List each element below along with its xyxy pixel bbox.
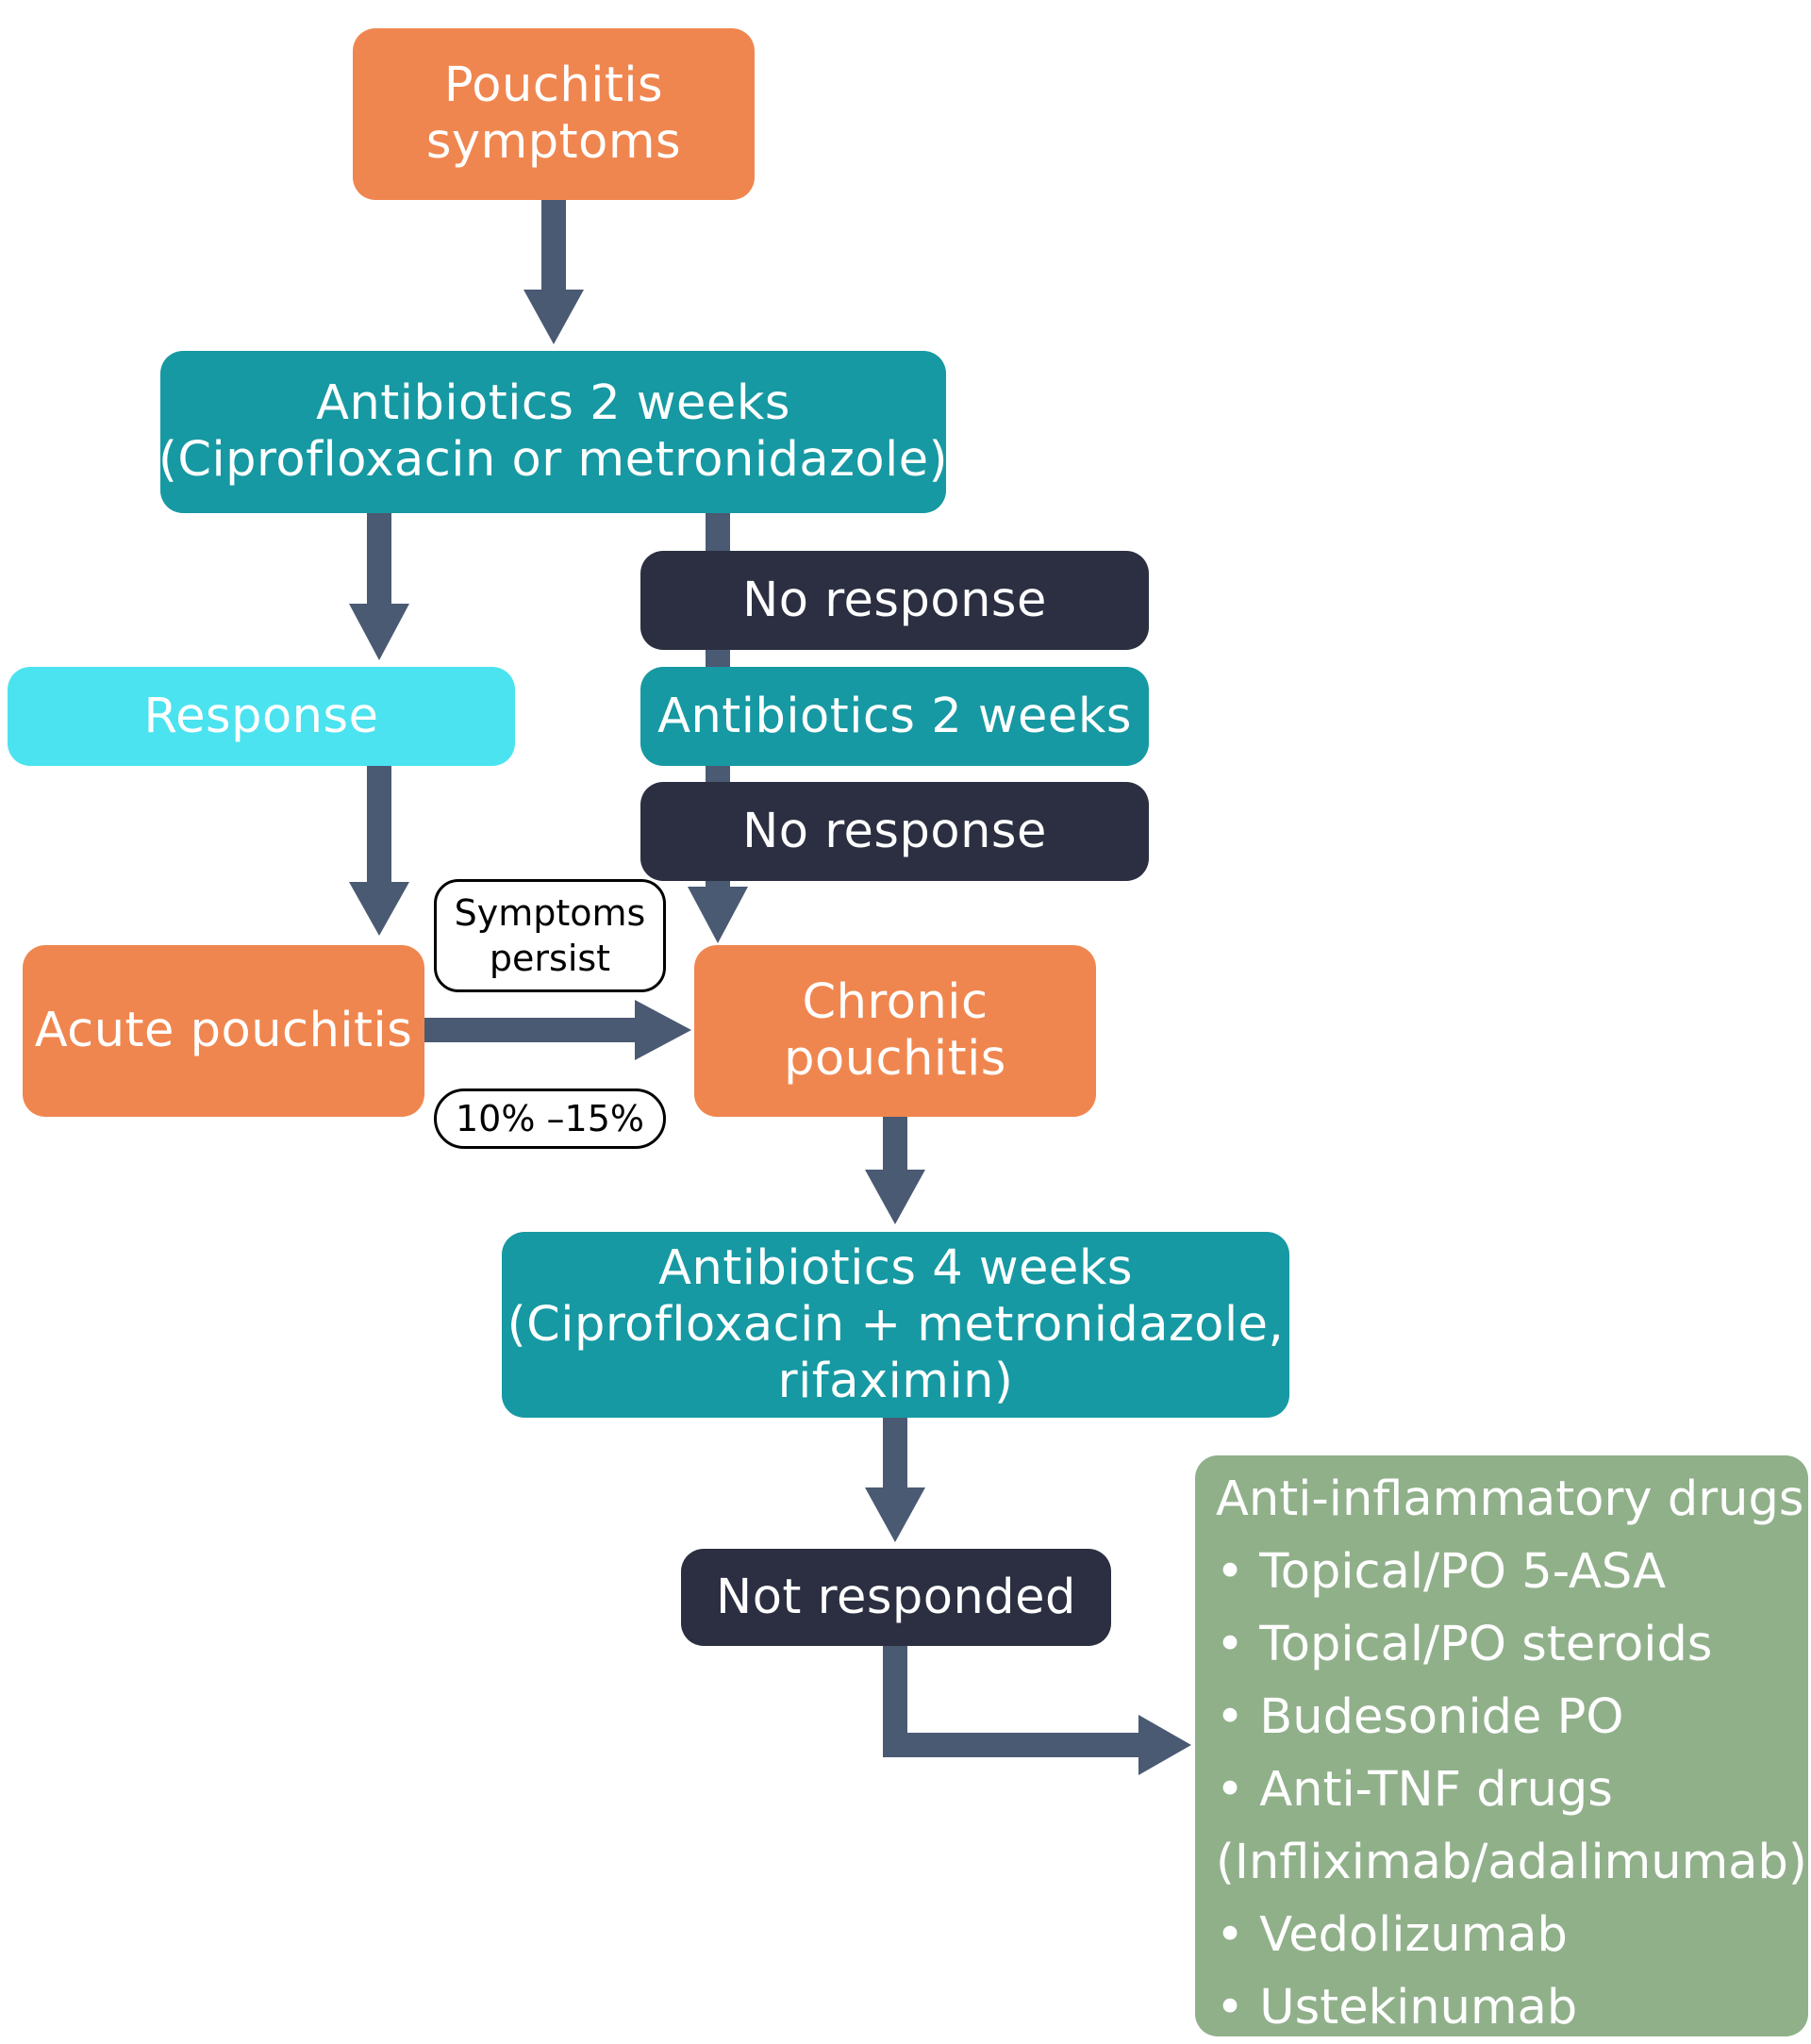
drug-item-vedolizumab: • Vedolizumab [1216, 1907, 1568, 1963]
arrow-acute-to-chronic [424, 1000, 691, 1060]
antibiotics-4-weeks-line-2: (Ciprofloxacin + metronidazole, [507, 1296, 1285, 1353]
arrow-antibiotics-4w-to-not-responded [865, 1417, 925, 1542]
symptoms-persist-label-box: Symptoms persist [434, 879, 666, 992]
antibiotics-2-weeks-initial-box: Antibiotics 2 weeks (Ciprofloxacin or me… [158, 351, 949, 513]
arrow-chronic-to-antibiotics-4w [865, 1115, 925, 1224]
pouchitis-symptoms-line-2: symptoms [425, 114, 682, 170]
not-responded-box: Not responded [681, 1549, 1111, 1646]
arrow-not-responded-to-anti-inflammatory [883, 1644, 1191, 1775]
pouchitis-symptoms-box: Pouchitis symptoms [353, 28, 755, 200]
pouchitis-symptoms-line-1: Pouchitis [443, 58, 664, 113]
antibiotics-2-weeks-second-label: Antibiotics 2 weeks [657, 688, 1132, 744]
antibiotics-4-weeks-line-3: rifaximin) [777, 1353, 1014, 1409]
no-response-box-2: No response [640, 782, 1149, 881]
drug-item-anti-tnf-examples: (Infliximab/adalimumab) [1216, 1835, 1807, 1890]
no-response-label-1: No response [742, 572, 1047, 628]
not-responded-label: Not responded [716, 1569, 1076, 1625]
drug-item-topical-po-steroids: • Topical/PO steroids [1216, 1617, 1713, 1672]
response-box: Response [8, 667, 515, 766]
arrow-response-to-acute [349, 766, 409, 936]
chronic-pouchitis-line-2: pouchitis [784, 1031, 1006, 1087]
antibiotics-2-weeks-second-box: Antibiotics 2 weeks [640, 667, 1149, 766]
anti-inflammatory-drugs-panel: Anti-inflammatory drugs • Topical/PO 5-A… [1195, 1455, 1808, 2036]
drug-item-anti-tnf-drugs: • Anti-TNF drugs [1216, 1762, 1613, 1818]
symptoms-persist-line-1: Symptoms [454, 892, 646, 934]
drug-item-ustekinumab: • Ustekinumab [1216, 1980, 1578, 2036]
arrow-antibiotics-to-response [349, 513, 409, 660]
antibiotics-2-weeks-initial-line-2: (Ciprofloxacin or metronidazole) [158, 432, 949, 488]
drug-item-topical-po-5-asa: • Topical/PO 5-ASA [1216, 1544, 1667, 1600]
acute-pouchitis-box: Acute pouchitis [23, 945, 424, 1117]
response-label: Response [143, 688, 379, 744]
no-response-box-1: No response [640, 551, 1149, 650]
symptoms-persist-line-2: persist [489, 938, 611, 979]
arrow-symptoms-to-antibiotics [523, 200, 584, 344]
antibiotics-2-weeks-initial-line-1: Antibiotics 2 weeks [316, 375, 790, 431]
no-response-label-2: No response [742, 803, 1047, 859]
percentage-label: 10% –15% [455, 1098, 644, 1139]
chronic-pouchitis-box: Chronic pouchitis [694, 945, 1096, 1117]
acute-pouchitis-label: Acute pouchitis [34, 1003, 413, 1058]
percentage-label-box: 10% –15% [434, 1088, 666, 1149]
antibiotics-4-weeks-box: Antibiotics 4 weeks (Ciprofloxacin + met… [502, 1232, 1289, 1418]
antibiotics-4-weeks-line-1: Antibiotics 4 weeks [658, 1239, 1133, 1296]
anti-inflammatory-title: Anti-inflammatory drugs [1216, 1471, 1804, 1527]
chronic-pouchitis-line-1: Chronic [802, 974, 989, 1030]
drug-item-budesonide-po: • Budesonide PO [1216, 1689, 1624, 1745]
